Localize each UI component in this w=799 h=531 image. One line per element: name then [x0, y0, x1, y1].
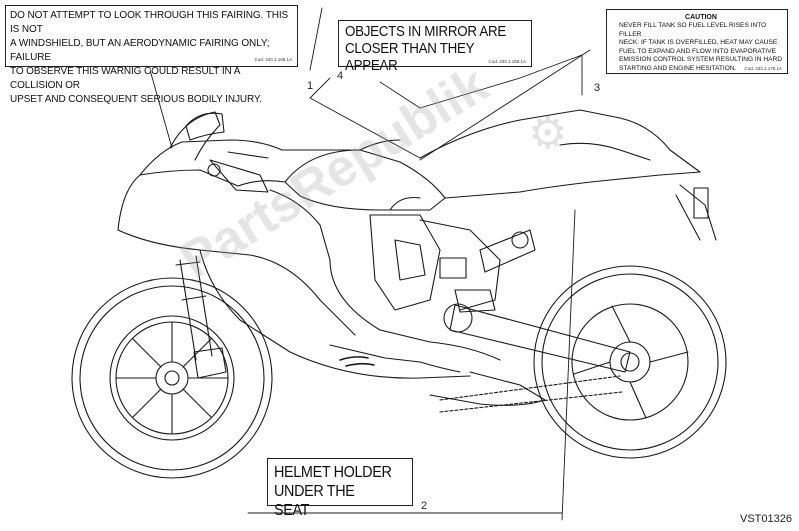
drawing-code: VST01326 [740, 513, 792, 525]
warning-label-fairing: DO NOT ATTEMPT TO LOOK THROUGH THIS FAIR… [5, 5, 298, 105]
label-4-line: OBJECTS IN MIRROR ARE [345, 24, 506, 40]
callout-number-2: 2 [421, 500, 428, 512]
label-3-line: STARTING AND ENGINE HESITATION. [619, 64, 737, 72]
label-1-code: Cod. 433.1.169.1A [254, 57, 292, 62]
label-4-line: CLOSER THAN THEY APPEAR [345, 41, 475, 74]
label-1-line: UPSET AND CONSEQUENT SERIOUS BODILY INJU… [10, 94, 262, 105]
rear-wheel [533, 265, 727, 459]
label-2-line: UNDER THE SEAT [274, 483, 355, 519]
callout-number-1: 1 [307, 80, 314, 92]
handlebars-mirror [185, 112, 269, 193]
engine-frame [369, 196, 536, 313]
label-2-line: HELMET HOLDER [274, 464, 392, 481]
leader-lines [149, 7, 591, 521]
label-3-heading: CAUTION [685, 14, 717, 21]
label-3-code: Cod. 433.1.176.1A [744, 66, 782, 71]
fairing-body [117, 111, 546, 406]
label-3-line: NEVER FILL TANK SO FUEL LEVEL RISES INTO… [619, 22, 767, 38]
front-fork [175, 255, 227, 379]
helmet-holder-label: HELMET HOLDER UNDER THE SEAT [267, 458, 413, 519]
fuel-caution-label: CAUTION NEVER FILL TANK SO FUEL LEVEL RI… [606, 9, 788, 74]
front-wheel [71, 277, 273, 479]
gear-watermark-icon: ⚙ [528, 109, 568, 158]
swingarm [439, 303, 631, 413]
callout-number-4: 4 [337, 70, 344, 82]
label-1-line: DO NOT ATTEMPT TO LOOK THROUGH THIS FAIR… [10, 10, 289, 35]
label-3-line: FUEL TO EXPAND AND FLOW INTO EVAPORATIVE [619, 47, 776, 55]
label-3-line: EMISSION CONTROL SYSTEM RESULTING IN HAR… [619, 56, 783, 64]
label-3-line: NECK. IF TANK IS OVERFILLED, HEAT MAY CA… [619, 39, 778, 47]
label-1-line: A WINDSHIELD, BUT AN AERODYNAMIC FAIRING… [10, 38, 270, 63]
label-1-line: TO OBSERVE THIS WARNIG COULD RESULT IN A… [10, 66, 240, 91]
callout-number-3: 3 [594, 82, 601, 94]
mirror-warning-label: OBJECTS IN MIRROR ARE CLOSER THAN THEY A… [338, 20, 532, 74]
label-4-code: Cod. 433.1.168.1A [488, 59, 526, 64]
tank-and-tail [284, 109, 717, 241]
